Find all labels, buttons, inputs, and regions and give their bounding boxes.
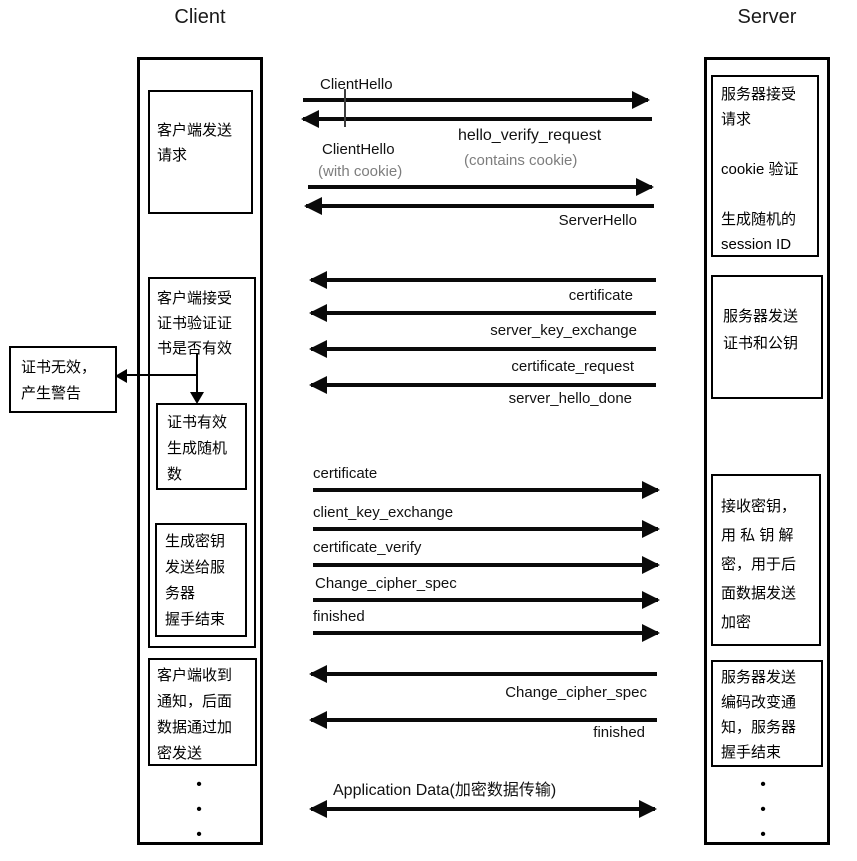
tick-mark [344, 89, 346, 127]
arrow-server-key-exchange [309, 304, 656, 322]
arrow-certificate-verify [313, 556, 660, 574]
dot: • [760, 801, 766, 818]
label-finished-out: finished [313, 608, 365, 625]
label-finished-in: finished [593, 724, 645, 741]
dot: • [196, 826, 202, 843]
arrow-certificate-out [313, 481, 660, 499]
arrow-server-hello-done [309, 376, 656, 394]
label-with-cookie: (with cookie) [318, 163, 403, 180]
label-client-hello: ClientHello [320, 76, 393, 93]
label-client-hello-2: ClientHello [322, 141, 395, 158]
client-box-gen-key: 生成密钥 发送给服 务器 握手结束 [155, 523, 247, 637]
label-server-key-exchange: server_key_exchange [490, 322, 637, 339]
label-server-hello-done: server_hello_done [508, 390, 632, 407]
label-application-data: Application Data(加密数据传输) [333, 782, 557, 799]
server-ellipsis: • • • [752, 772, 774, 847]
arrowhead-left-icon [115, 369, 127, 383]
dot: • [760, 826, 766, 843]
client-box-notified: 客户端收到 通知，后面 数据通过加 密发送 [148, 658, 257, 766]
server-box-send-cert: 服务器发送 证书和公钥 [711, 275, 823, 399]
dot: • [196, 776, 202, 793]
label-hello-verify-request: hello_verify_request [458, 127, 602, 144]
server-box-change-notify: 服务器发送 编码改变通 知，服务器 握手结束 [711, 660, 823, 767]
dot: • [760, 776, 766, 793]
server-box-accept: 服务器接受 请求 cookie 验证 生成随机的 session ID [711, 75, 819, 257]
arrow-finished-out [313, 624, 660, 642]
arrow-finished-in [309, 711, 657, 729]
client-box-send-request: 客户端发送 请求 [148, 90, 253, 214]
label-certificate-out: certificate [313, 465, 378, 482]
label-server-hello: ServerHello [558, 212, 637, 229]
client-ellipsis: • • • [188, 772, 210, 847]
server-lane-title: Server [737, 6, 797, 28]
label-certificate-in: certificate [568, 287, 633, 304]
arrowhead-down-icon [190, 392, 204, 404]
server-box-recv-key: 接收密钥， 用 私 钥 解 密，用于后 面数据发送 加密 [711, 474, 821, 646]
label-contains-cookie: (contains cookie) [464, 152, 578, 169]
arrow-client-hello-cookie [308, 178, 654, 196]
arrow-hello-verify-request [301, 110, 652, 128]
arrow-certificate-in [309, 271, 656, 289]
label-certificate-verify: certificate_verify [313, 539, 422, 556]
label-certificate-request: certificate_request [511, 358, 634, 375]
arrow-application-data [309, 800, 657, 818]
arrow-server-hello [304, 197, 654, 215]
client-lane-title: Client [174, 6, 226, 28]
arrow-change-cipher-spec-in [309, 665, 657, 683]
warning-box-cert-invalid: 证书无效， 产生警告 [9, 346, 117, 413]
flow-line-left [126, 374, 198, 376]
arrow-client-hello [303, 91, 650, 109]
client-box-cert-valid: 证书有效 生成随机 数 [156, 403, 247, 490]
label-client-key-exchange: client_key_exchange [313, 504, 454, 521]
dot: • [196, 801, 202, 818]
arrow-certificate-request [309, 340, 656, 358]
arrow-change-cipher-spec-out [313, 591, 660, 609]
label-change-cipher-spec-in: Change_cipher_spec [505, 684, 647, 701]
arrow-client-key-exchange [313, 520, 660, 538]
label-change-cipher-spec-out: Change_cipher_spec [315, 575, 457, 592]
